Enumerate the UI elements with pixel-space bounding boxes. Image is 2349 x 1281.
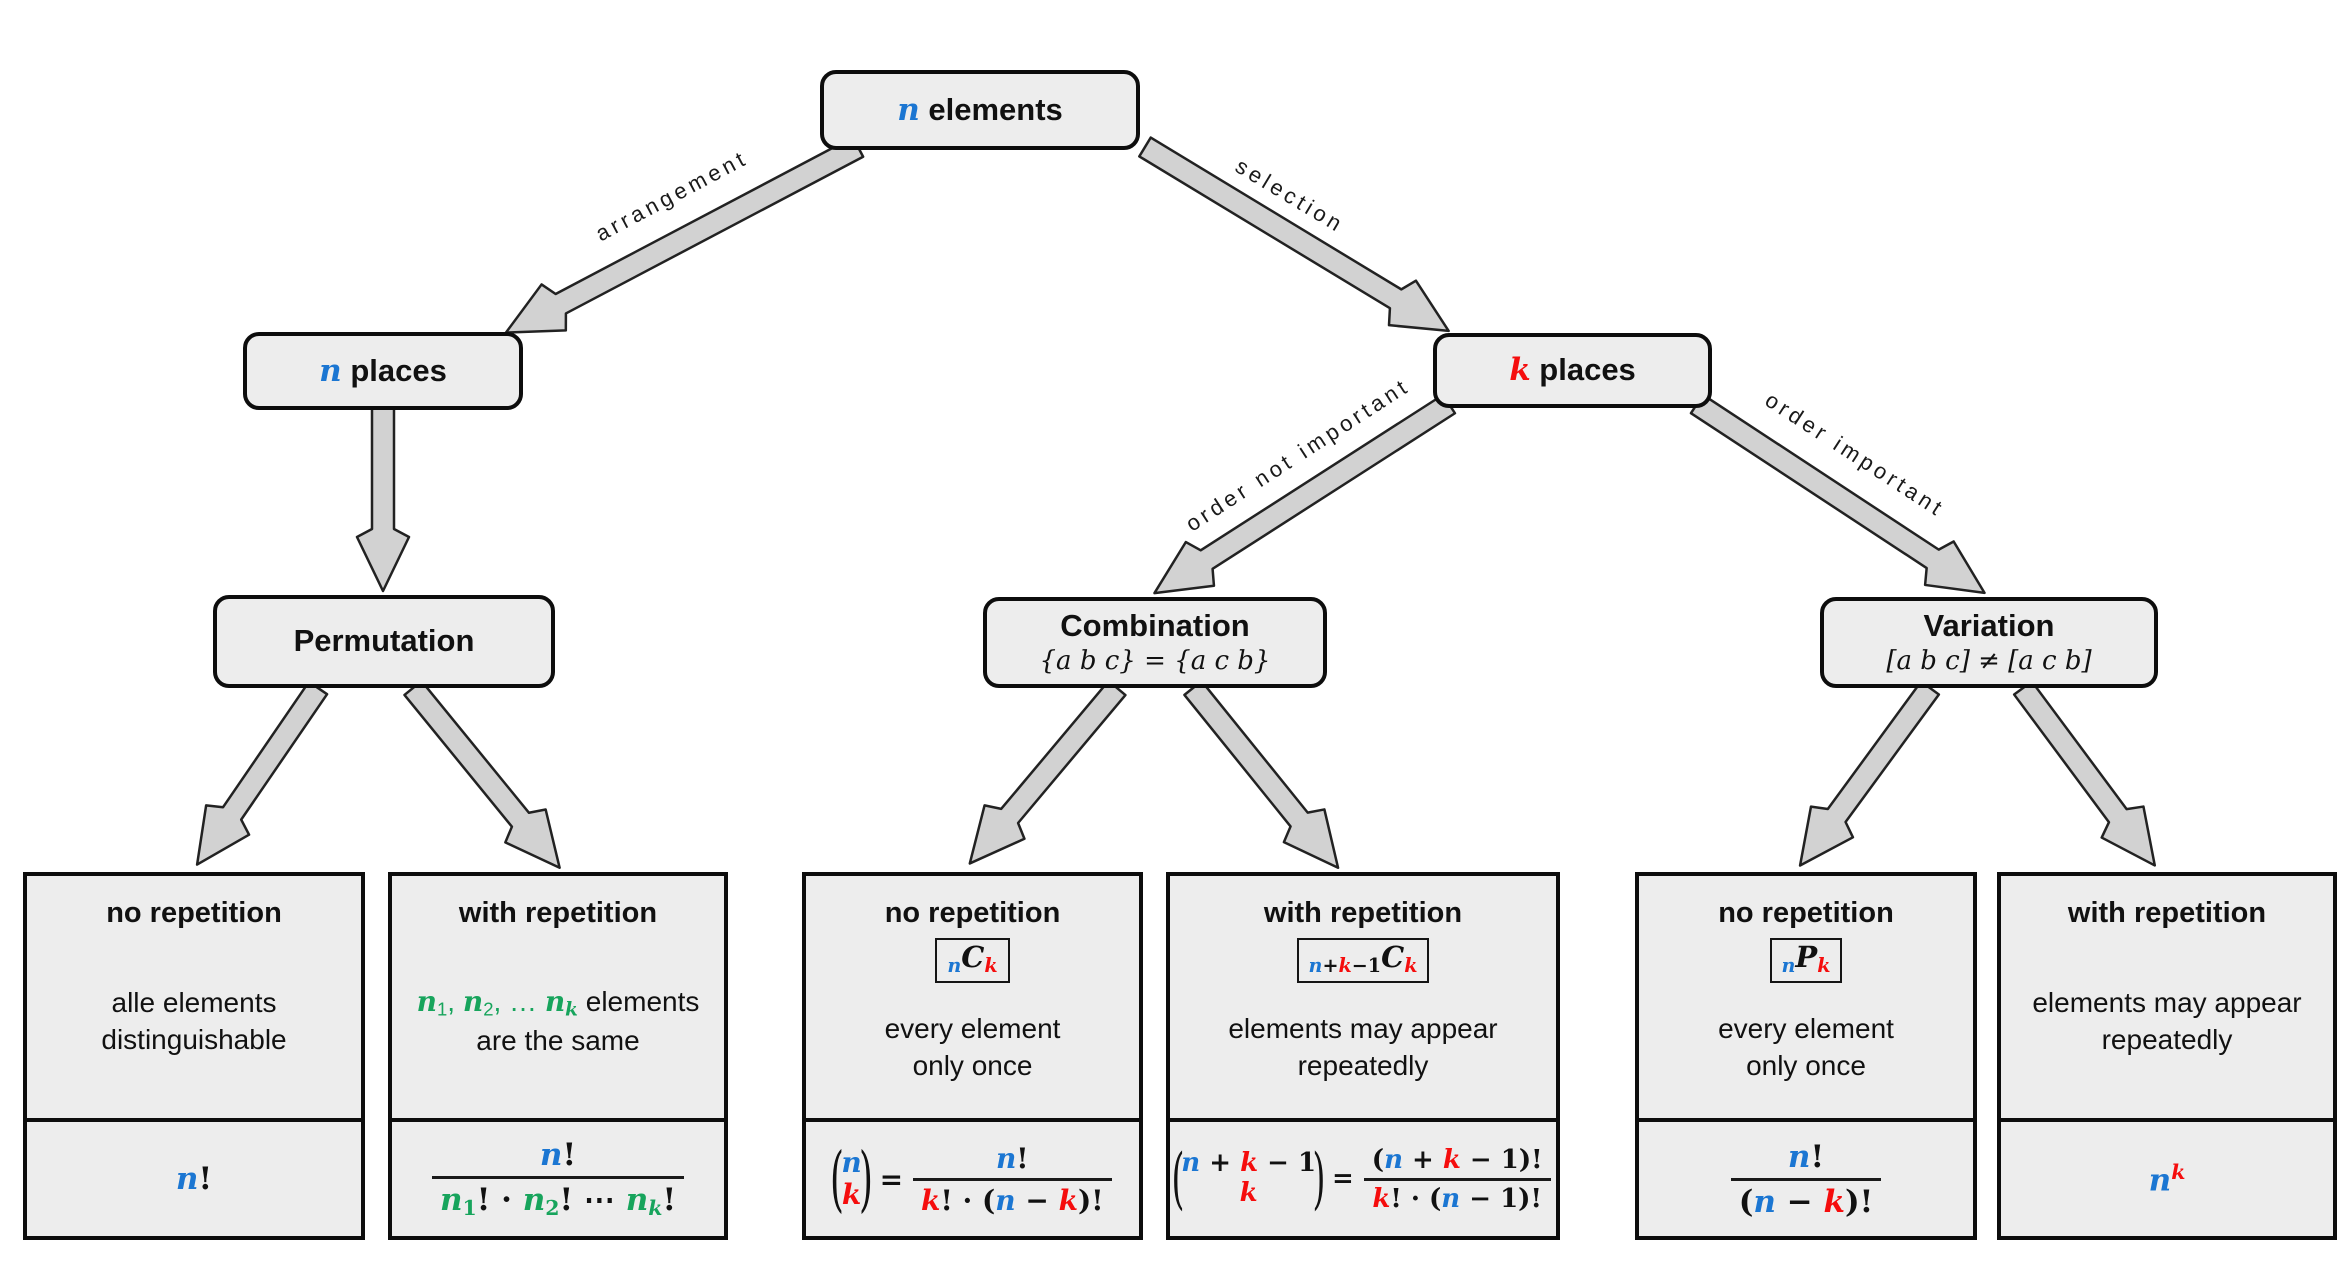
permutation-no-repetition-box: no repetition alle elements distinguisha… xyxy=(23,872,365,1240)
variation-with-repetition-box: with repetition elements may appear repe… xyxy=(1997,872,2337,1240)
leaf-formula: nk xyxy=(2148,1159,2186,1199)
symbol-badge-n+k-1Ck: n+k−1Ck xyxy=(1296,937,1430,983)
node-variation-example: [a b c] ≠ [a c b] xyxy=(1886,646,2092,677)
leaf-heading: with repetition xyxy=(1263,897,1463,929)
arrow-variation-to-no-repetition xyxy=(1798,680,1941,867)
leaf-upper: no repetition nCk every element only onc… xyxy=(806,876,1139,1122)
node-n-elements-label: n elements xyxy=(897,91,1063,128)
variation-no-repetition-box: no repetition nPk every element only onc… xyxy=(1635,872,1977,1240)
leaf-upper: no repetition alle elements distinguisha… xyxy=(27,876,361,1122)
leaf-description: elements may appear repeatedly xyxy=(1228,1013,1498,1082)
leaf-formula: n! xyxy=(175,1161,213,1197)
binomial-coefficient: ( n + k − 1 k ) xyxy=(1171,1139,1326,1218)
node-permutation-label: Permutation xyxy=(293,623,475,659)
leaf-formula: ( n k ) = n! k! · (n − k)! xyxy=(806,1122,1139,1236)
node-combination-label: Combination xyxy=(1060,607,1250,643)
arrow-permutation-to-no-repetition xyxy=(195,680,329,866)
leaf-heading: with repetition xyxy=(458,897,658,929)
arrow-n-places-to-permutation xyxy=(355,406,411,593)
combination-no-repetition-box: no repetition nCk every element only onc… xyxy=(802,872,1143,1240)
arrow-combination-to-no-repetition xyxy=(968,679,1127,865)
symbol-badge-nCk: nCk xyxy=(935,937,1010,983)
leaf-upper: with repetition n1, n2, … nk elements ar… xyxy=(392,876,724,1122)
leaf-upper: with repetition elements may appear repe… xyxy=(2001,876,2333,1122)
node-combination-example: {a b c} = {a c b} xyxy=(1039,646,1271,677)
permutation-with-repetition-box: with repetition n1, n2, … nk elements ar… xyxy=(388,872,728,1240)
node-variation-label: Variation xyxy=(1923,607,2055,643)
node-n-places-label: n places xyxy=(319,352,447,389)
node-combination: Combination {a b c} = {a c b} xyxy=(983,597,1327,688)
fraction: n! n1! · n2! ⋯ nk! xyxy=(431,1137,685,1221)
fraction: n! (n − k)! xyxy=(1730,1139,1882,1220)
node-k-places-label: k places xyxy=(1509,352,1636,389)
arrow-elements-to-k-places xyxy=(1138,136,1450,333)
node-permutation: Permutation xyxy=(213,595,555,688)
node-k-places: k places xyxy=(1433,333,1712,408)
arrow-variation-to-with-repetition xyxy=(2012,680,2157,867)
leaf-upper: with repetition n+k−1Ck elements may app… xyxy=(1170,876,1556,1122)
node-variation: Variation [a b c] ≠ [a c b] xyxy=(1820,597,2158,688)
leaf-heading: no repetition xyxy=(1718,897,1894,929)
fraction: n! k! · (n − k)! xyxy=(913,1142,1112,1217)
leaf-description: every element only once xyxy=(884,1013,1061,1082)
binomial-coefficient: ( n k ) xyxy=(830,1136,873,1220)
arrow-k-places-to-variation xyxy=(1689,393,1986,595)
fraction: (n + k − 1)! k! · (n − 1)! xyxy=(1363,1145,1551,1214)
arrow-elements-to-n-places xyxy=(504,136,865,334)
leaf-upper: no repetition nPk every element only onc… xyxy=(1639,876,1973,1122)
combination-with-repetition-box: with repetition n+k−1Ck elements may app… xyxy=(1166,872,1560,1240)
arrow-k-places-to-combination xyxy=(1153,393,1457,595)
leaf-description: elements may appear repeatedly xyxy=(2032,986,2302,1055)
leaf-heading: no repetition xyxy=(106,897,282,929)
leaf-description: n1, n2, … nk elements are the same xyxy=(416,984,700,1056)
leaf-description: every element only once xyxy=(1718,1013,1894,1082)
leaf-formula: n! (n − k)! xyxy=(1639,1122,1973,1236)
leaf-heading: with repetition xyxy=(2067,897,2267,929)
node-n-elements: n elements xyxy=(820,70,1140,150)
leaf-description: alle elements distinguishable xyxy=(101,986,287,1055)
node-n-places: n places xyxy=(243,332,523,410)
leaf-formula: ( n + k − 1 k ) = (n + k − 1)! k! · (n −… xyxy=(1170,1122,1556,1236)
leaf-formula: n! n1! · n2! ⋯ nk! xyxy=(392,1122,724,1236)
symbol-badge-nPk: nPk xyxy=(1769,937,1843,983)
arrow-combination-to-with-repetition xyxy=(1183,679,1340,870)
arrow-permutation-to-with-repetition xyxy=(403,679,561,870)
leaf-heading: no repetition xyxy=(884,897,1061,929)
